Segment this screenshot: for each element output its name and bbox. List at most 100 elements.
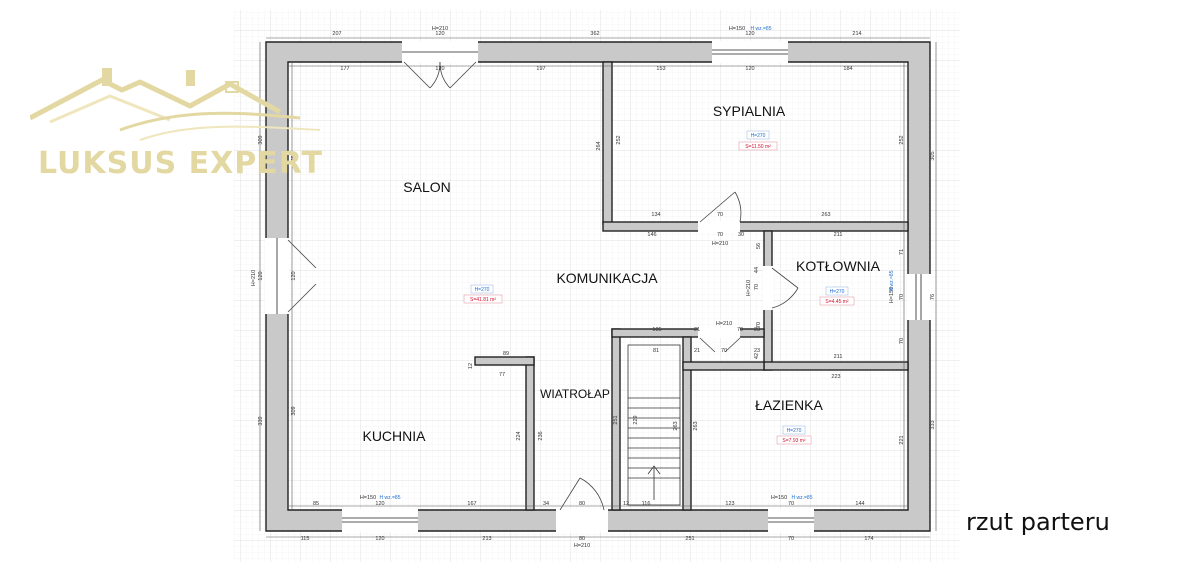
- dimension-label: 213: [482, 536, 491, 542]
- dimension-label: 279: [291, 155, 297, 164]
- svg-text:H=210: H=210: [716, 321, 732, 327]
- dimension-label: 120: [435, 31, 444, 37]
- dimension-label: 12: [623, 501, 629, 507]
- svg-text:H=270: H=270: [475, 287, 490, 293]
- dimension-label: 120: [745, 31, 754, 37]
- svg-text:H wz.=85: H wz.=85: [792, 495, 813, 501]
- dimension-label: 197: [536, 66, 545, 72]
- dimension-label: 305: [930, 151, 936, 160]
- dimension-label: 42: [754, 353, 760, 359]
- room-label-kuchnia: KUCHNIA: [362, 428, 426, 444]
- room-tag-kotlownia: H=270 S=4.45 m²: [819, 286, 855, 306]
- room-label-kotlownia: KOTŁOWNIA: [796, 258, 881, 274]
- room-label-sypialnia: SYPIALNIA: [713, 103, 786, 119]
- grid-background: [234, 10, 960, 562]
- staircase: [627, 344, 681, 506]
- dimension-label: 146: [647, 232, 656, 238]
- dimension-label: 263: [673, 421, 679, 430]
- svg-text:H wz.=85: H wz.=85: [380, 495, 401, 501]
- dimension-label: 76: [930, 294, 936, 300]
- dimension-label: 120: [258, 271, 264, 280]
- svg-text:H=210: H=210: [251, 270, 257, 286]
- dimension-label: 80: [579, 501, 585, 507]
- svg-text:H=210: H=210: [712, 241, 728, 247]
- dimension-label: 81: [653, 348, 659, 354]
- plan-caption: rzut parteru: [966, 508, 1110, 536]
- dimension-label: 44: [754, 267, 760, 273]
- dimension-label: 153: [656, 66, 665, 72]
- dimension-label: 167: [467, 501, 476, 507]
- room-tag-sypialnia: H=270 S=11.50 m²: [738, 130, 778, 151]
- dimension-label: 120: [291, 271, 297, 280]
- dimension-label: 177: [340, 66, 349, 72]
- svg-text:S=41.81 m²: S=41.81 m²: [470, 297, 496, 303]
- dimension-label: 23: [754, 327, 760, 333]
- dimension-label: 120: [375, 501, 384, 507]
- svg-text:H=150: H=150: [729, 26, 745, 32]
- dimension-label: 70: [756, 322, 762, 328]
- luksus-expert-logo: [30, 68, 321, 141]
- dimension-label: 34: [543, 501, 549, 507]
- svg-text:S=4.45 m²: S=4.45 m²: [825, 299, 849, 305]
- dimension-label: 70: [721, 348, 727, 354]
- dimension-label: 70: [754, 284, 760, 290]
- svg-text:H wz.=85: H wz.=85: [889, 270, 895, 291]
- room-label-salon: SALON: [403, 179, 450, 195]
- dimension-label: 12: [468, 363, 474, 369]
- dimension-label: 263: [693, 421, 699, 430]
- dimension-label: 70: [899, 338, 905, 344]
- dimension-label: 333: [930, 420, 936, 429]
- dimension-label: 120: [745, 66, 754, 72]
- brand-name: LUKSUS EXPERT: [38, 146, 323, 181]
- dimension-label: 236: [538, 431, 544, 440]
- dimension-label: 70: [737, 327, 743, 333]
- dimension-label: 56: [756, 243, 762, 249]
- openings: [265, 41, 931, 532]
- room-label-lazienka: ŁAZIENKA: [755, 397, 823, 413]
- dimension-label: 70: [788, 536, 794, 542]
- dimension-label: 71: [899, 249, 905, 255]
- dimension-label: 116: [642, 501, 651, 507]
- dimension-lines: [259, 37, 937, 538]
- room-tag-salon: H=270 S=41.81 m²: [463, 284, 503, 304]
- dimension-label: 21: [694, 348, 700, 354]
- dimension-label: 85: [313, 501, 319, 507]
- dimension-label: 263: [821, 212, 830, 218]
- dimension-label: 252: [899, 135, 905, 144]
- svg-text:H=270: H=270: [751, 133, 766, 139]
- dimension-label: 144: [855, 501, 864, 507]
- svg-text:H=150: H=150: [771, 495, 787, 501]
- dimension-label: 221: [899, 435, 905, 444]
- svg-text:H wz.=85: H wz.=85: [751, 26, 772, 32]
- dimension-label: 309: [291, 406, 297, 415]
- dimension-label: 89: [503, 351, 509, 357]
- svg-text:H=270: H=270: [787, 428, 802, 434]
- exterior-wall: [265, 41, 931, 532]
- dimension-label: 362: [590, 31, 599, 37]
- dimension-label: 115: [301, 536, 310, 542]
- dimension-label: 120: [435, 66, 444, 72]
- dimension-label: 80: [579, 536, 585, 542]
- svg-text:H=150: H=150: [360, 495, 376, 501]
- dimension-label: 339: [258, 416, 264, 425]
- dimension-label: 214: [852, 31, 861, 37]
- svg-text:H=210: H=210: [746, 280, 752, 296]
- svg-text:H=210: H=210: [432, 26, 448, 32]
- svg-text:H=210: H=210: [574, 543, 590, 549]
- room-label-wiatrolap: WIATROŁAP: [540, 387, 610, 401]
- dimension-label: 174: [864, 536, 873, 542]
- dimension-label: 105: [652, 327, 661, 333]
- dimension-label: 223: [831, 374, 840, 380]
- dimension-label: 23: [754, 348, 760, 354]
- opening-labels: H=210 H=150 H wz.=85 H=210 H=210 H=210 H…: [251, 26, 895, 549]
- svg-text:S=7.93 m²: S=7.93 m²: [782, 438, 806, 444]
- dimension-label: 77: [499, 372, 505, 378]
- dimension-label: 70: [717, 212, 723, 218]
- svg-text:S=11.50 m²: S=11.50 m²: [745, 144, 771, 150]
- dimension-label: 184: [843, 66, 852, 72]
- dimension-label: 120: [375, 536, 384, 542]
- room-tag-lazienka: H=270 S=7.93 m²: [776, 425, 812, 445]
- dimension-label: 211: [834, 354, 843, 360]
